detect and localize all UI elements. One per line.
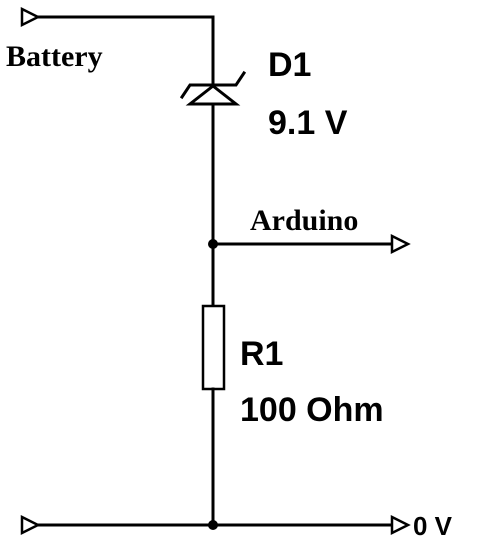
ground-junction-node <box>208 520 218 530</box>
zero-volt-port-icon[interactable] <box>390 514 411 536</box>
arduino-port-icon[interactable] <box>390 233 411 255</box>
resistor-designator: R1 <box>240 335 283 373</box>
diode-designator: D1 <box>268 46 311 84</box>
battery-wire <box>36 15 215 87</box>
arduino-label: Arduino <box>250 204 358 237</box>
battery-label: Battery <box>6 40 103 73</box>
zero-volt-label: 0 V <box>413 511 453 541</box>
diode-value: 9.1 V <box>268 104 348 142</box>
resistor-value: 100 Ohm <box>240 391 384 429</box>
resistor-symbol <box>201 304 226 391</box>
zener-triangle <box>185 84 241 106</box>
battery-port-icon[interactable] <box>20 6 41 28</box>
ground-input-port-icon[interactable] <box>20 514 41 536</box>
